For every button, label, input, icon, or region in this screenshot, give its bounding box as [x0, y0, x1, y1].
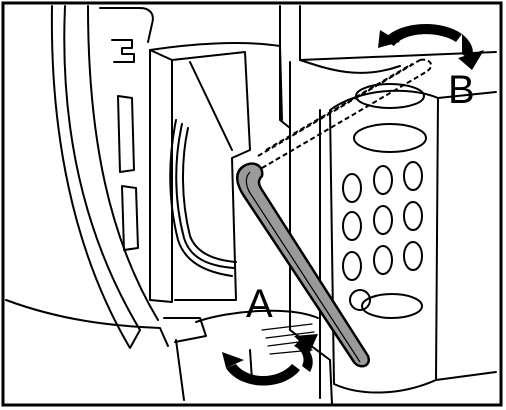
top-divider: [279, 5, 291, 129]
keypad-key: [403, 241, 423, 271]
keypad-key: [342, 251, 362, 281]
lower-bracket: [163, 317, 207, 343]
lower-shelf: [5, 299, 169, 347]
hex-key-position-b: [257, 58, 433, 169]
keypad-key: [403, 161, 423, 191]
curved-double-arrow-icon: [378, 23, 484, 70]
lower-bracket-leg: [175, 339, 185, 401]
keypad-key: [403, 201, 423, 231]
keypad-key: [342, 211, 362, 241]
recess-left-wall: [149, 49, 173, 303]
bottom-post: [329, 359, 333, 405]
wiring-harness: [169, 119, 233, 277]
left-panel-curve: [50, 5, 141, 349]
right-panel-top: [437, 91, 497, 99]
wiring-harness-3: [181, 127, 237, 263]
callout-label-b: B: [448, 68, 475, 112]
keypad-key: [373, 245, 393, 275]
keypad-small-key: [349, 289, 371, 311]
left-panel-top: [99, 7, 154, 43]
hex-key-icon: [236, 162, 371, 368]
wiring-harness-2: [175, 123, 235, 269]
socket-arc: [195, 309, 319, 323]
right-panel-bottom: [435, 371, 497, 381]
inner-bracket: [171, 51, 251, 301]
keypad-slot-top: [355, 83, 425, 109]
keypad-slot-bottom: [361, 293, 423, 319]
upper-arc: [299, 59, 401, 74]
left-slot-upper: [117, 95, 135, 173]
curved-double-arrow-icon: [222, 334, 318, 386]
keypad-key: [373, 165, 393, 195]
recess-top: [149, 42, 283, 121]
socket-hatching: [261, 323, 315, 355]
keypad-slot-mid: [353, 123, 427, 153]
left-pictogram: [111, 39, 135, 63]
keypad-key: [342, 173, 362, 203]
left-slot-lower: [121, 185, 139, 251]
bracket-edge: [189, 61, 233, 151]
callout-label-a: A: [246, 282, 273, 326]
left-panel-inner-curve: [87, 5, 159, 321]
keypad-key: [373, 205, 393, 235]
